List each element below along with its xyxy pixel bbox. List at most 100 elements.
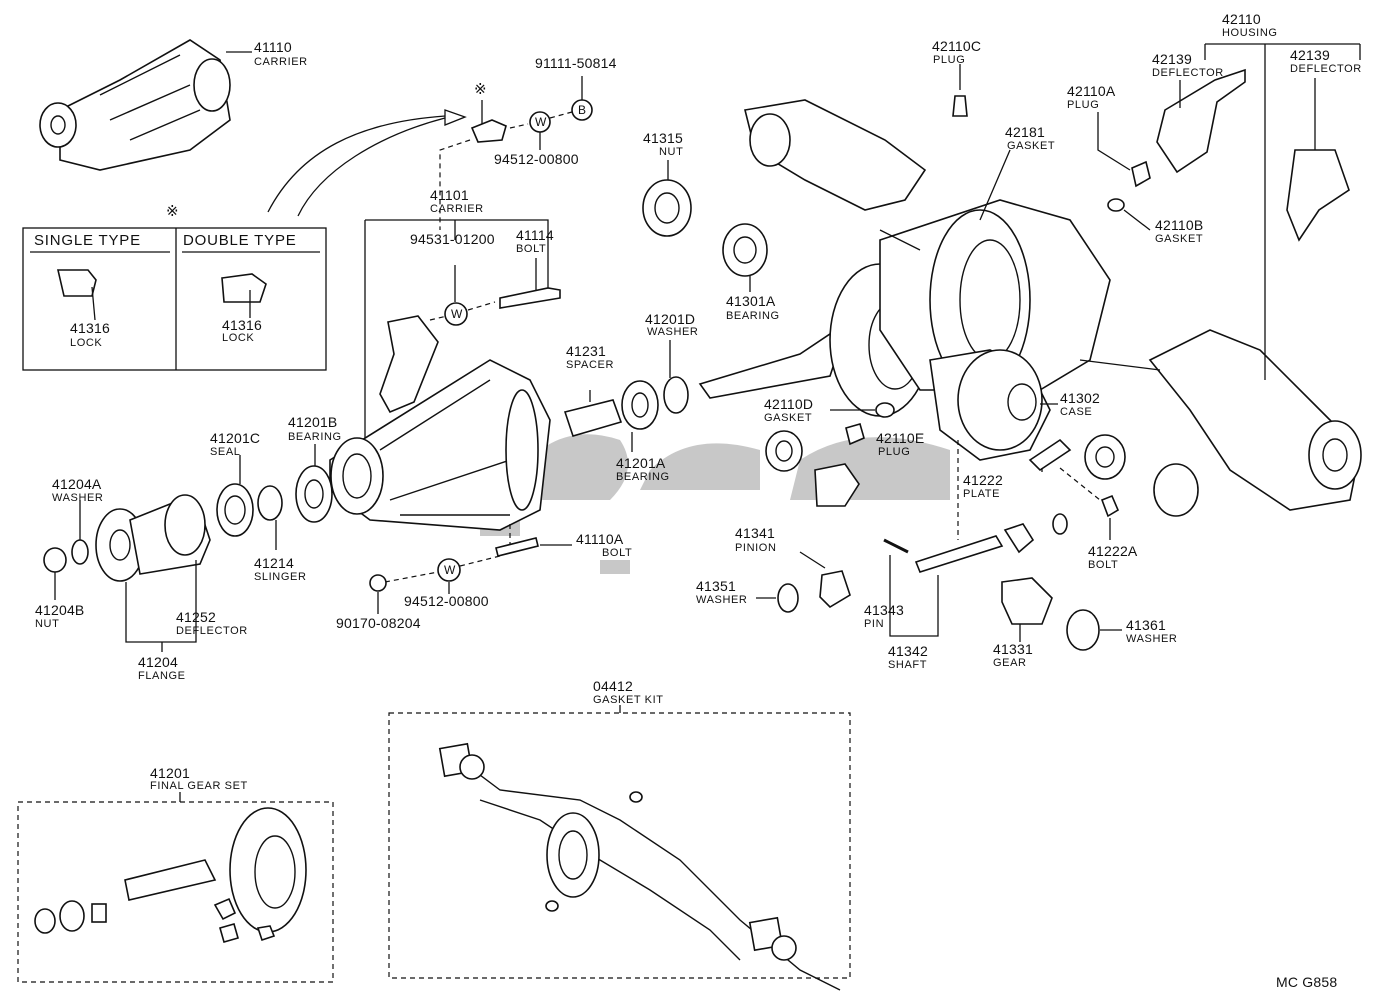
label-41341-number: 41341: [735, 525, 775, 541]
plug-42110A-drawing: [1131, 160, 1151, 188]
w-symbol-text-3: W: [444, 563, 456, 577]
plug-42110C-drawing: [952, 95, 968, 117]
b-symbol-text: B: [578, 103, 587, 117]
label-41214-number: 41214: [254, 555, 294, 571]
label-41204B-number: 41204B: [35, 602, 85, 618]
gasket-42110B-drawing: [1107, 198, 1125, 212]
label-41114-name: BOLT: [516, 243, 547, 255]
label-42139-right-number: 42139: [1290, 47, 1330, 63]
label-94531-number: 94531-01200: [410, 231, 495, 247]
label-41351-name: WASHER: [696, 594, 748, 606]
label-41201D-name: WASHER: [647, 326, 699, 338]
differential-case-drawing: [929, 349, 1051, 461]
differential-carrier-drawing: [329, 359, 551, 531]
label-41341-name: PINION: [735, 542, 777, 554]
deflector-41252-drawing: [164, 494, 206, 556]
nut-90170-drawing: [369, 574, 387, 592]
label-94512-top-number: 94512-00800: [494, 151, 579, 167]
label-41252-number: 41252: [176, 609, 216, 625]
label-41101-name: CARRIER: [430, 203, 484, 215]
label-91111-number: 91111-50814: [535, 55, 617, 71]
label-41342-number: 41342: [888, 643, 928, 659]
label-04412-number: 04412: [593, 678, 633, 694]
final-gear-set-drawing: [34, 807, 307, 943]
label-42110B-name: GASKET: [1155, 233, 1204, 245]
label-41201B-number: 41201B: [288, 414, 338, 430]
label-41361-number: 41361: [1126, 617, 1166, 633]
label-lock-double-name: LOCK: [222, 332, 255, 344]
carrier-assembly-drawing: [39, 39, 231, 171]
small-gear-drawing: [1003, 523, 1035, 554]
note-mark-inset: ※: [166, 203, 179, 220]
label-41301A-number: 41301A: [726, 293, 776, 309]
label-lock-single-number: 41316: [70, 320, 110, 336]
label-41342-name: SHAFT: [888, 659, 928, 671]
label-42110-number: 42110: [1222, 11, 1261, 27]
label-42139-left-name: DEFLECTOR: [1152, 67, 1224, 79]
w-symbol-text-1: W: [535, 115, 547, 129]
bearing-41201A-drawing: [621, 380, 659, 430]
label-42139-left-number: 42139: [1152, 51, 1192, 67]
label-42110B-number: 42110B: [1155, 217, 1204, 233]
nut-41204B-drawing: [43, 547, 67, 573]
label-41222-name: PLATE: [963, 488, 1001, 500]
label-94512-bottom-number: 94512-00800: [404, 593, 489, 609]
label-lock-single-name: LOCK: [70, 337, 103, 349]
washer-41361-drawing: [1066, 609, 1100, 651]
label-41252-name: DEFLECTOR: [176, 625, 248, 637]
label-41101-number: 41101: [430, 187, 469, 203]
gasket-kit-box: [388, 712, 851, 979]
washer-w-symbol-3[interactable]: [437, 558, 461, 582]
plate-41222-drawing: [1028, 438, 1072, 472]
deflector-42139-right-drawing: [1286, 149, 1350, 242]
label-41302-number: 41302: [1060, 390, 1100, 406]
w-symbol-text-2: W: [451, 307, 463, 321]
label-41222A-name: BOLT: [1088, 559, 1119, 571]
label-41204A-name: WASHER: [52, 492, 104, 504]
label-41201A-name: BEARING: [616, 471, 670, 483]
label-41343-name: PIN: [864, 618, 885, 630]
spacer-drawing: [563, 399, 623, 437]
label-41201A-number: 41201A: [616, 455, 666, 471]
washer-41351-drawing: [777, 583, 799, 613]
bolt-41222A-drawing: [1100, 494, 1120, 518]
label-41204-name: FLANGE: [138, 670, 186, 682]
gasket-kit-drawing: [438, 742, 841, 991]
label-41204A-number: 41204A: [52, 476, 102, 492]
label-42110D-name: GASKET: [764, 412, 813, 424]
label-41331-name: GEAR: [993, 657, 1027, 669]
label-42110C-number: 42110C: [932, 38, 982, 54]
label-42110E-name: PLUG: [878, 446, 911, 458]
side-gear-drawing: [814, 463, 860, 507]
side-bearing-drawing: [1084, 434, 1126, 480]
bearing-race-drawing: [1153, 463, 1199, 517]
label-42110A-number: 42110A: [1067, 83, 1116, 99]
label-42139-right-name: DEFLECTOR: [1290, 63, 1362, 75]
label-41214-name: SLINGER: [254, 571, 307, 583]
lock-bracket-drawing: [470, 119, 507, 143]
label-41114-number: 41114: [516, 227, 554, 243]
label-04412-name: GASKET KIT: [593, 694, 664, 706]
washer-w-symbol-2[interactable]: [444, 302, 468, 326]
label-41110-number: 41110: [254, 39, 292, 55]
plug-42110E-drawing: [845, 423, 865, 446]
label-41343-number: 41343: [864, 602, 904, 618]
drive-pinion-shaft: [698, 332, 841, 399]
label-41231-name: SPACER: [566, 359, 615, 371]
label-41110A-name: BOLT: [602, 547, 633, 559]
single-type-heading: SINGLE TYPE: [34, 232, 141, 249]
label-41302-name: CASE: [1060, 406, 1093, 418]
label-41201D-number: 41201D: [645, 311, 696, 327]
bearing-41301A-drawing: [722, 223, 768, 277]
label-41231-number: 41231: [566, 343, 606, 359]
label-42110A-name: PLUG: [1067, 99, 1100, 111]
label-41222-number: 41222: [963, 472, 1003, 488]
deflector-42139-left-drawing: [1156, 68, 1246, 174]
label-41361-name: WASHER: [1126, 633, 1178, 645]
label-42110E-number: 42110E: [876, 430, 925, 446]
final-gear-set-box: [17, 801, 334, 983]
slinger-41214-drawing: [257, 485, 283, 521]
label-41201C-number: 41201C: [210, 430, 261, 446]
